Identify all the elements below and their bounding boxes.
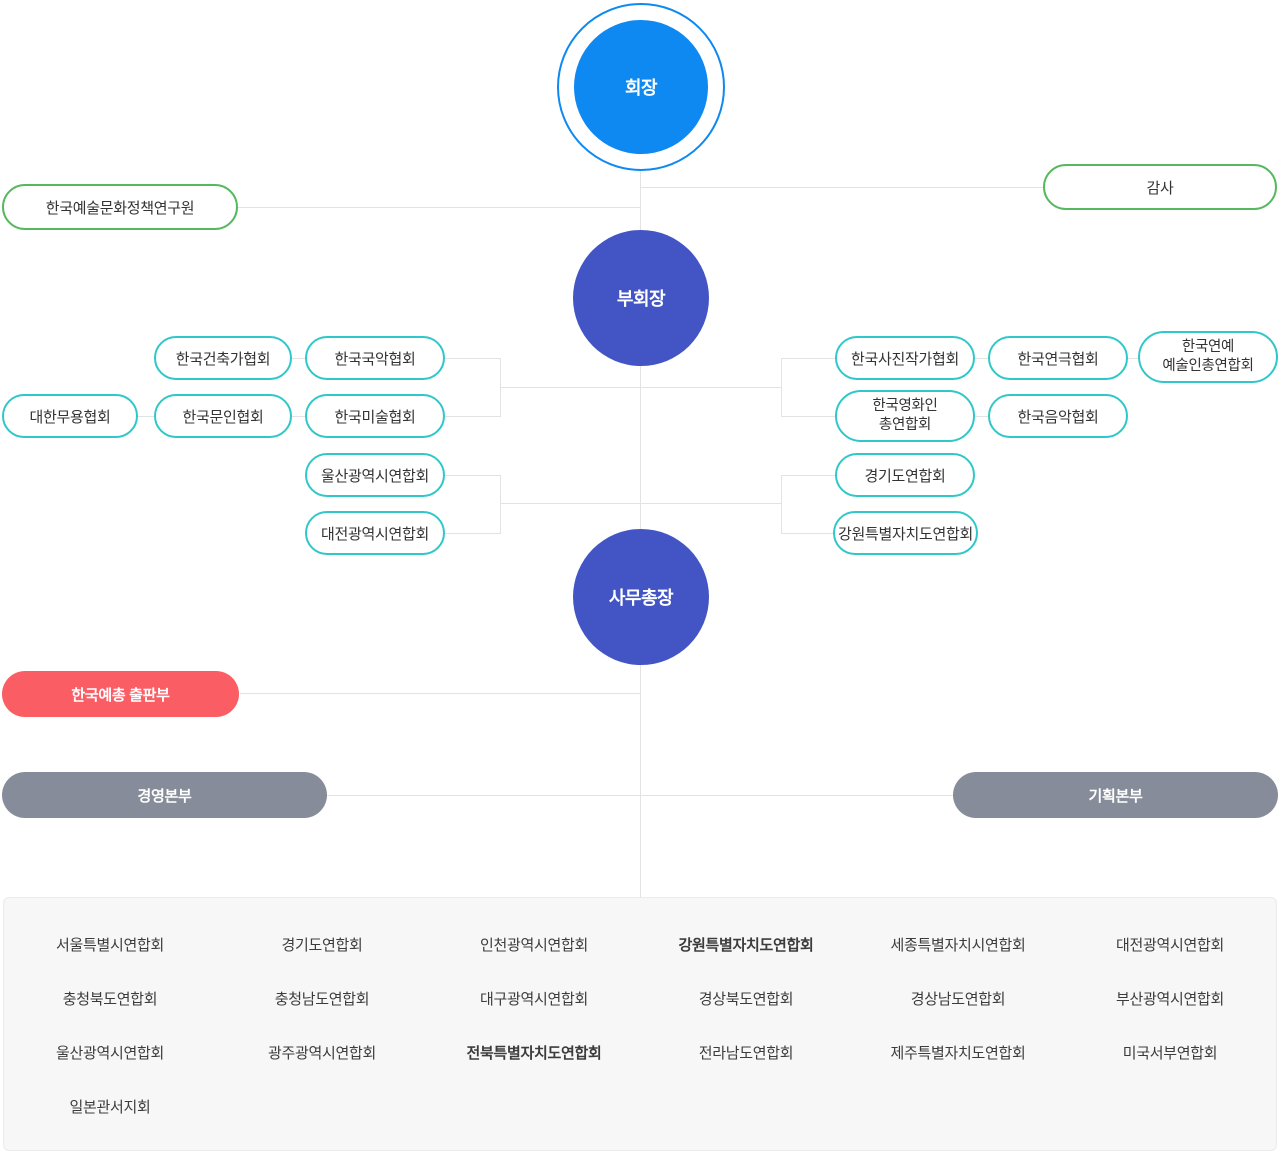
node-vice-chairman: 부회장 (573, 230, 709, 366)
connector-line (781, 475, 782, 534)
assoc-label: 강원특별자치도연합회 (837, 525, 973, 543)
connector-line (240, 693, 641, 694)
assoc-label: 한국문인협회 (182, 408, 264, 426)
pill-assoc-gangwon: 강원특별자치도연합회 (833, 511, 978, 555)
pill-management-hq-label: 경영본부 (137, 787, 192, 805)
region-cell: 제주특별자치도연합회 (890, 1044, 1026, 1062)
node-secretary-general-label: 사무총장 (608, 588, 674, 608)
assoc-label: 한국국악협회 (334, 350, 416, 368)
connector-line (500, 387, 781, 388)
pill-assoc-gyeonggi: 경기도연합회 (835, 453, 975, 497)
assoc-label: 한국미술협회 (334, 408, 416, 426)
connector-line (138, 416, 154, 417)
node-secretary-general: 사무총장 (573, 529, 709, 665)
region-cell: 미국서부연합회 (1122, 1044, 1218, 1062)
pill-assoc-dance: 대한무용협회 (2, 394, 138, 438)
pill-planning-hq: 기획본부 (953, 772, 1278, 818)
pill-audit-label: 감사 (1146, 179, 1174, 197)
pill-assoc-daejeon: 대전광역시연합회 (305, 511, 445, 555)
connector-line (781, 475, 835, 476)
region-cell: 일본관서지회 (69, 1098, 151, 1116)
pill-assoc-theater: 한국연극협회 (988, 336, 1128, 380)
assoc-label: 한국영화인 총연합회 (872, 398, 938, 433)
pill-assoc-gugak: 한국국악협회 (305, 336, 445, 380)
connector-line (445, 416, 500, 417)
connector-line (327, 795, 954, 796)
region-cell: 대구광역시연합회 (479, 990, 588, 1008)
region-cell: 충청남도연합회 (274, 990, 370, 1008)
regions-box: 서울특별시연합회 경기도연합회 인천광역시연합회 강원특별자치도연합회 세종특별… (3, 897, 1277, 1151)
assoc-label: 대한무용협회 (29, 408, 111, 426)
region-cell: 울산광역시연합회 (55, 1044, 164, 1062)
pill-management-hq: 경영본부 (2, 772, 327, 818)
pill-assoc-entertainment: 한국연예 예술인총연합회 (1138, 331, 1278, 383)
region-cell: 세종특별자치시연합회 (890, 936, 1026, 954)
assoc-label: 경기도연합회 (864, 467, 946, 485)
connector-line (975, 358, 988, 359)
pill-assoc-fine-arts: 한국미술협회 (305, 394, 445, 438)
region-cell: 인천광역시연합회 (479, 936, 588, 954)
pill-policy-institute-label: 한국예술문화정책연구원 (45, 199, 195, 217)
region-cell: 전북특별자치도연합회 (466, 1044, 602, 1062)
connector-line (500, 503, 781, 504)
region-cell: 대전광역시연합회 (1115, 936, 1224, 954)
connector-line (238, 207, 641, 208)
connector-line (445, 358, 500, 359)
region-cell: 광주광역시연합회 (267, 1044, 376, 1062)
assoc-label: 한국음악협회 (1017, 408, 1099, 426)
assoc-label: 한국연극협회 (1017, 350, 1099, 368)
connector-line (500, 475, 501, 534)
region-cell: 경상북도연합회 (698, 990, 794, 1008)
region-cell: 경상남도연합회 (910, 990, 1006, 1008)
node-chairman-label: 회장 (624, 78, 658, 98)
connector-line (781, 533, 833, 534)
connector-line (500, 358, 501, 417)
pill-publishing-dept: 한국예총 출판부 (2, 671, 239, 717)
region-cell: 경기도연합회 (281, 936, 363, 954)
connector-line (975, 416, 988, 417)
pill-publishing-dept-label: 한국예총 출판부 (71, 686, 170, 704)
pill-assoc-music: 한국음악협회 (988, 394, 1128, 438)
pill-planning-hq-label: 기획본부 (1088, 787, 1143, 805)
assoc-label: 한국연예 예술인총연합회 (1162, 339, 1254, 374)
pill-assoc-photographers: 한국사진작가협회 (835, 336, 975, 380)
connector-line (781, 416, 835, 417)
regions-grid: 서울특별시연합회 경기도연합회 인천광역시연합회 강원특별자치도연합회 세종특별… (4, 898, 1276, 1133)
region-cell: 강원특별자치도연합회 (678, 936, 814, 954)
region-cell: 전라남도연합회 (698, 1044, 794, 1062)
connector-line (292, 416, 305, 417)
assoc-label: 한국건축가협회 (175, 350, 271, 368)
connector-line (445, 533, 500, 534)
pill-assoc-writers: 한국문인협회 (154, 394, 292, 438)
pill-assoc-film: 한국영화인 총연합회 (835, 390, 975, 442)
region-cell: 충청북도연합회 (62, 990, 158, 1008)
pill-assoc-ulsan: 울산광역시연합회 (305, 453, 445, 497)
node-vice-chairman-label: 부회장 (616, 289, 666, 309)
assoc-label: 대전광역시연합회 (320, 525, 429, 543)
pill-audit: 감사 (1043, 164, 1277, 210)
connector-line (445, 475, 500, 476)
assoc-label: 한국사진작가협회 (850, 350, 959, 368)
connector-line (781, 358, 835, 359)
node-chairman: 회장 (574, 20, 708, 154)
region-cell: 서울특별시연합회 (55, 936, 164, 954)
connector-line (641, 187, 1043, 188)
region-cell: 부산광역시연합회 (1115, 990, 1224, 1008)
pill-assoc-architects: 한국건축가협회 (154, 336, 292, 380)
connector-line (292, 358, 305, 359)
connector-line (781, 358, 782, 417)
connector-line (1128, 358, 1138, 359)
pill-policy-institute: 한국예술문화정책연구원 (2, 184, 238, 230)
assoc-label: 울산광역시연합회 (320, 467, 429, 485)
